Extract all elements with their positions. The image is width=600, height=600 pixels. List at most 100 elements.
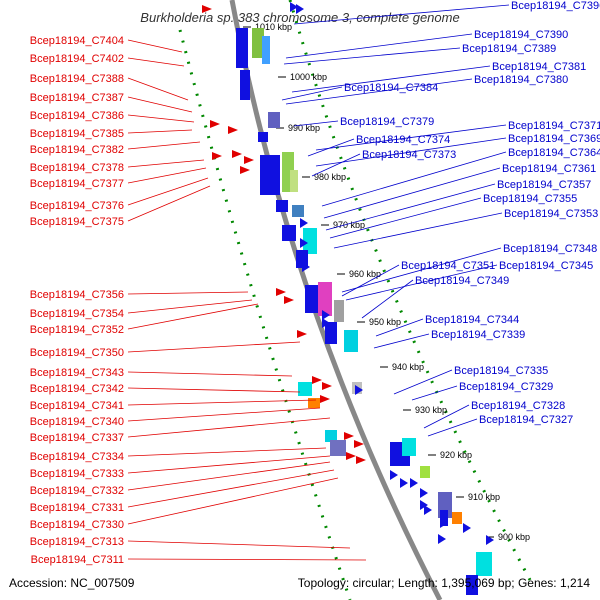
right-connector <box>315 124 507 151</box>
forward-gene-arrow <box>302 262 310 272</box>
gene-label-right: Bcep18194_C7328 <box>471 400 565 412</box>
tick-label: 980 kbp <box>314 172 346 182</box>
right-connector-lines <box>281 4 510 437</box>
gene-label-right: Bcep18194_C7353 <box>504 208 598 220</box>
left-connector <box>127 477 339 525</box>
tick-label: 910 kbp <box>468 492 500 502</box>
gene-feature <box>276 200 288 212</box>
right-connector <box>291 65 491 93</box>
gene-feature <box>258 132 268 142</box>
gene-label-right: Bcep18194_C7329 <box>459 381 553 393</box>
reverse-gene-arrow <box>232 150 242 158</box>
gene-feature <box>298 382 312 396</box>
right-connector <box>323 167 501 219</box>
gene-label-right: Bcep18194_C7379 <box>340 116 434 128</box>
gene-feature <box>260 155 280 195</box>
forward-gene-arrow <box>355 385 363 395</box>
right-connector <box>375 318 424 337</box>
left-connector <box>127 159 205 168</box>
left-connector <box>127 141 201 150</box>
tick-label: 930 kbp <box>415 405 447 415</box>
left-connector <box>127 387 301 393</box>
left-connector-lines <box>127 39 367 561</box>
forward-gene-arrow <box>486 535 494 545</box>
map-title: Burkholderia sp. 383 chromosome 3, compl… <box>140 10 460 25</box>
gene-label-left: Bcep18194_C7385 <box>30 128 124 140</box>
gene-feature <box>330 440 346 456</box>
left-connector <box>127 114 195 123</box>
gene-feature <box>236 28 248 68</box>
gene-label-right: Bcep18194_C7390 <box>474 29 568 41</box>
gene-label-left: Bcep18194_C7388 <box>30 73 124 85</box>
gene-label-left: Bcep18194_C7341 <box>30 400 124 412</box>
forward-gene-arrow <box>296 4 304 14</box>
right-connector <box>423 404 470 429</box>
gene-feature <box>466 575 478 595</box>
right-gene-labels: Bcep18194_C7396Bcep18194_C7390Bcep18194_… <box>340 0 600 426</box>
gene-label-left: Bcep18194_C7377 <box>30 178 124 190</box>
left-connector <box>127 129 193 134</box>
left-connector <box>127 39 183 53</box>
right-connector <box>293 4 510 25</box>
gene-label-left: Bcep18194_C7340 <box>30 416 124 428</box>
gene-label-left: Bcep18194_C7378 <box>30 162 124 174</box>
left-connector <box>127 185 211 222</box>
right-connector <box>307 138 355 157</box>
tick-label: 940 kbp <box>392 362 424 372</box>
gene-label-right: Bcep18194_C7357 <box>497 179 591 191</box>
gene-feature <box>262 36 270 64</box>
gene-label-right: Bcep18194_C7380 <box>474 74 568 86</box>
gene-feature <box>292 205 304 217</box>
right-connector <box>283 47 461 65</box>
reverse-gene-arrow <box>240 166 250 174</box>
accession-text: Accession: NC_007509 <box>9 576 135 590</box>
left-connector <box>127 291 249 295</box>
forward-gene-arrow <box>290 2 298 12</box>
left-connector <box>127 77 189 101</box>
gene-feature <box>282 225 296 241</box>
reverse-gene-arrow <box>276 288 286 296</box>
tick-label: 970 kbp <box>333 220 365 230</box>
gene-label-right: Bcep18194_C7374 <box>356 134 450 146</box>
gene-label-right: Bcep18194_C7339 <box>431 329 525 341</box>
reverse-gene-arrow <box>297 330 307 338</box>
gene-feature <box>334 300 344 322</box>
gene-label-left: Bcep18194_C7382 <box>30 144 124 156</box>
left-gene-labels: Bcep18194_C7404Bcep18194_C7402Bcep18194_… <box>30 35 124 566</box>
tick-label: 920 kbp <box>440 450 472 460</box>
gene-feature <box>240 70 250 100</box>
gene-label-left: Bcep18194_C7354 <box>30 308 124 320</box>
right-connector <box>373 333 430 349</box>
gene-label-left: Bcep18194_C7386 <box>30 110 124 122</box>
reverse-gene-arrow <box>356 456 366 464</box>
gene-feature <box>296 250 308 268</box>
right-connector <box>329 197 482 239</box>
right-connector <box>293 120 339 127</box>
left-connector <box>127 461 331 491</box>
left-connector <box>127 407 321 422</box>
left-connector <box>127 303 259 330</box>
tick-label: 900 kbp <box>498 532 530 542</box>
left-connector <box>127 96 193 113</box>
right-connector <box>325 183 496 231</box>
right-connector <box>281 86 343 101</box>
forward-gene-arrow <box>440 518 448 528</box>
gene-label-left: Bcep18194_C7333 <box>30 468 124 480</box>
reverse-gene-arrow <box>322 382 332 390</box>
left-connector <box>127 399 317 406</box>
forward-gene-arrow <box>300 218 308 228</box>
left-connector <box>127 177 209 206</box>
left-connector <box>127 455 331 474</box>
reverse-gene-arrow <box>244 156 254 164</box>
gene-label-left: Bcep18194_C7343 <box>30 367 124 379</box>
genome-summary: Topology: circular; Length: 1,395,069 bp… <box>297 576 590 590</box>
forward-gene-arrow <box>410 478 418 488</box>
right-connector <box>345 264 498 301</box>
forward-gene-arrow <box>300 238 308 248</box>
right-connector <box>311 153 361 177</box>
gene-label-left: Bcep18194_C7342 <box>30 383 124 395</box>
reverse-gene-arrow <box>202 5 212 13</box>
left-connector <box>127 417 331 438</box>
gene-label-left: Bcep18194_C7331 <box>30 502 124 514</box>
gene-feature <box>325 322 337 344</box>
